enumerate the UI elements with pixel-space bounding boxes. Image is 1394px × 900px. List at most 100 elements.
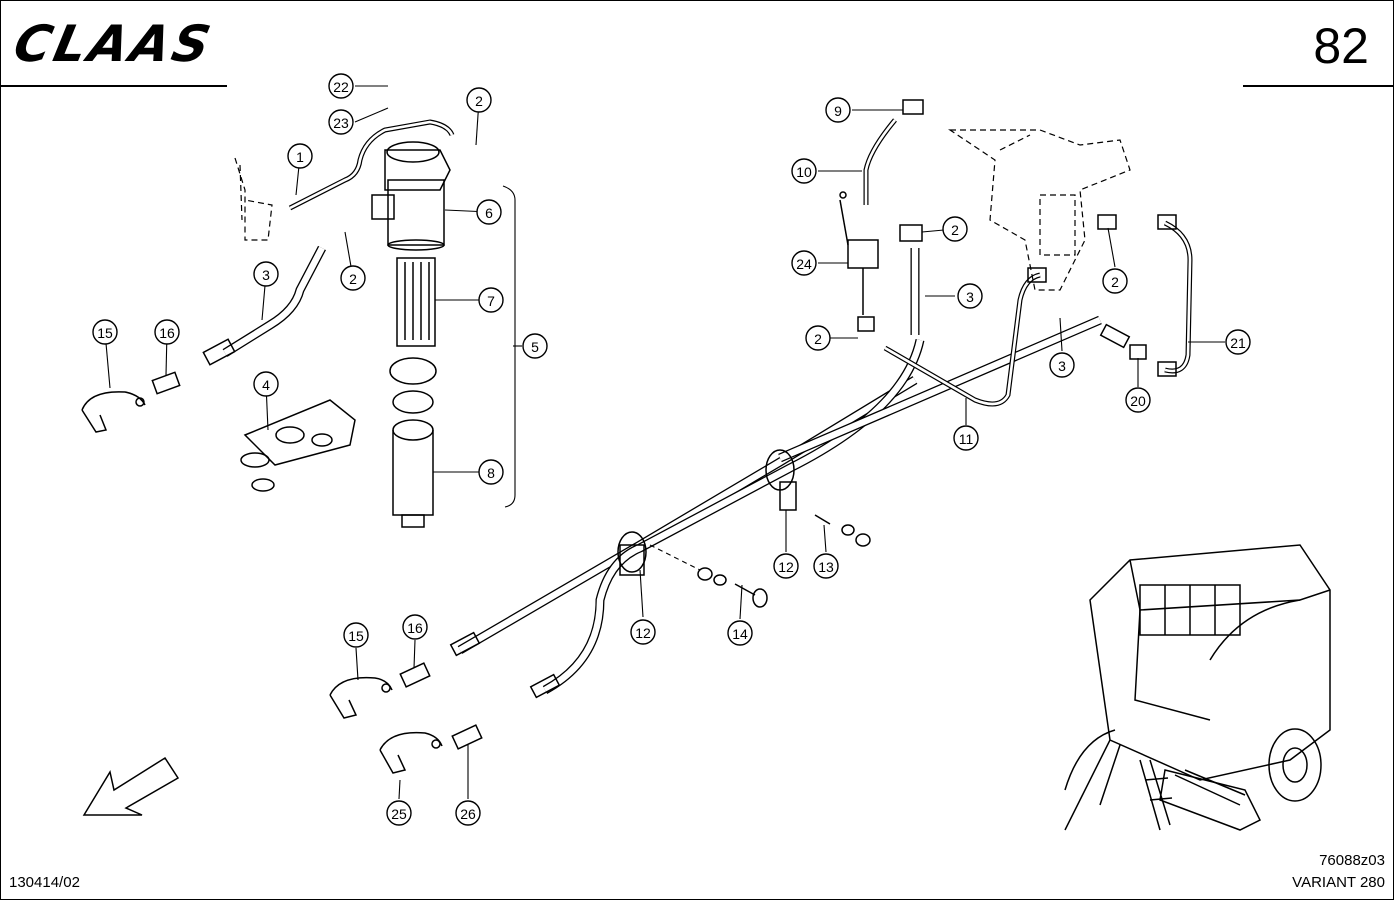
callout-15: 15 [343,622,369,648]
adapter-16-lower [399,662,431,688]
callout-label: 7 [487,293,495,309]
baler-overview-illustration [1064,544,1331,831]
filter-housing [371,141,451,251]
callout-label: 1 [296,149,304,165]
callout-1: 1 [287,143,313,169]
callout-4: 4 [253,371,279,397]
page-number: 82 [1313,18,1369,74]
tube-11 [883,272,1041,407]
callout-20: 20 [1125,387,1151,413]
tube-10 [863,118,897,205]
callout-2: 2 [942,216,968,242]
adapter-16-left [151,371,181,395]
callout-label: 9 [834,103,842,119]
main-hose-pair [457,315,1102,694]
callout-label: 15 [97,325,113,341]
callout-label: 12 [635,625,651,641]
hose-clamp-left [81,391,146,433]
callout-label: 23 [333,115,349,131]
callout-label: 3 [1058,358,1066,374]
callout-12: 12 [773,553,799,579]
callout-label: 11 [959,431,974,447]
callout-label: 24 [796,256,812,272]
callout-label: 2 [475,93,483,109]
callout-label: 2 [1111,274,1119,290]
callout-label: 10 [796,164,812,180]
document-code: 130414/02 [9,874,80,891]
callout-16: 16 [154,319,180,345]
callout-8: 8 [478,459,504,485]
callout-label: 25 [391,806,407,822]
callout-15: 15 [92,319,118,345]
tube-21 [1163,220,1193,374]
filter-o-rings [389,357,437,414]
callout-label: 3 [966,289,974,305]
callout-21: 21 [1225,329,1251,355]
clip-bracket-12-right [765,449,797,511]
header-rule-right [1243,85,1394,87]
callout-2: 2 [466,87,492,113]
callout-3: 3 [1049,352,1075,378]
adapter-26 [451,724,483,750]
callout-2: 2 [1102,268,1128,294]
callout-label: 20 [1130,393,1146,409]
bolt-13-set [814,514,871,547]
callout-3: 3 [253,261,279,287]
callout-24: 24 [791,250,817,276]
callout-2: 2 [805,325,831,351]
callout-26: 26 [455,800,481,826]
callout-label: 13 [818,559,834,575]
hose-clamp-25 [379,731,443,774]
model-name: VARIANT 280 [1292,874,1385,891]
valve-24 [839,191,879,315]
callout-25: 25 [386,800,412,826]
callout-label: 2 [814,331,822,347]
callout-9: 9 [825,97,851,123]
callout-label: 16 [159,325,175,341]
callout-label: 4 [262,377,270,393]
callout-22: 22 [328,73,354,99]
tube-1 [288,119,455,211]
clip-bracket-12-left [617,531,647,576]
leader-lines [104,85,1225,800]
callout-label: 21 [1230,335,1246,351]
callout-3: 3 [957,283,983,309]
callout-label: 2 [951,222,959,238]
callout-10: 10 [791,158,817,184]
callout-7: 7 [478,287,504,313]
callout-label: 12 [778,559,794,575]
callout-label: 6 [485,205,493,221]
callout-16: 16 [402,614,428,640]
callout-label: 26 [460,806,476,822]
callout-23: 23 [328,109,354,135]
seal-kit-bag [240,399,356,492]
callout-label: 15 [348,628,364,644]
bolt-14-set [649,544,768,608]
callout-label: 14 [732,626,748,642]
callout-6: 6 [476,199,502,225]
drawing-code: 76088z03 [1319,852,1385,869]
callout-label: 3 [262,267,270,283]
filter-element [396,257,436,347]
callout-label: 16 [407,620,423,636]
left-hose [202,245,326,366]
control-valve-block [948,129,1131,291]
callout-label: 5 [531,339,539,355]
hose-clamp-15 [329,676,393,719]
direction-arrow [82,756,180,816]
callout-11: 11 [953,425,979,451]
callout-14: 14 [727,620,753,646]
callout-label: 22 [333,79,349,95]
callout-5: 5 [522,333,548,359]
dashed-valve-left [234,157,273,241]
callout-13: 13 [813,553,839,579]
filter-bowl [392,419,434,528]
callout-label: 8 [487,465,495,481]
header-rule-left [1,85,227,87]
callout-label: 2 [349,271,357,287]
hose-end-fittings [449,323,1131,699]
callout-2: 2 [340,265,366,291]
callout-12: 12 [630,619,656,645]
